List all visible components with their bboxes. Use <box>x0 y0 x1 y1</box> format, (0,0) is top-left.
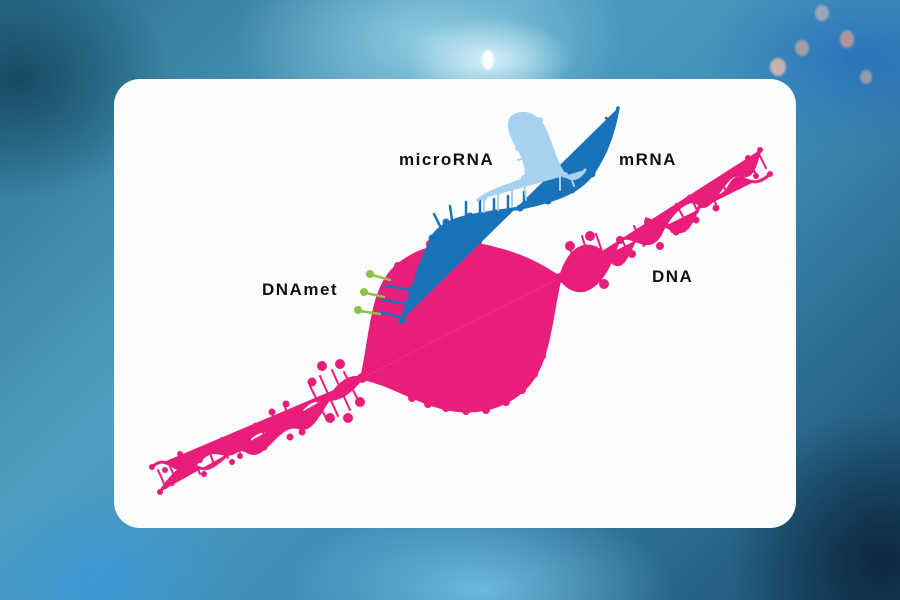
bokeh-light <box>482 50 494 70</box>
mrna-strand <box>378 106 620 324</box>
label-dna: DNA <box>652 267 694 286</box>
bokeh-light <box>815 5 829 21</box>
methyl-group-icon <box>366 270 374 278</box>
methyl-group-icon <box>360 288 368 296</box>
methyl-group-icon <box>354 306 362 314</box>
label-mrna: mRNA <box>619 150 677 169</box>
dna-open-bubble <box>360 236 565 415</box>
label-microrna: microRNA <box>399 150 495 169</box>
bokeh-light <box>860 70 872 84</box>
methylation-marks <box>354 270 392 316</box>
bokeh-light <box>840 30 854 48</box>
bokeh-light <box>795 40 809 56</box>
bokeh-light <box>770 58 786 76</box>
dna-helix-right <box>558 147 773 293</box>
dna-helix-left <box>149 359 367 495</box>
microrna-hairpin <box>476 112 587 213</box>
label-dnamet: DNAmet <box>262 280 339 299</box>
